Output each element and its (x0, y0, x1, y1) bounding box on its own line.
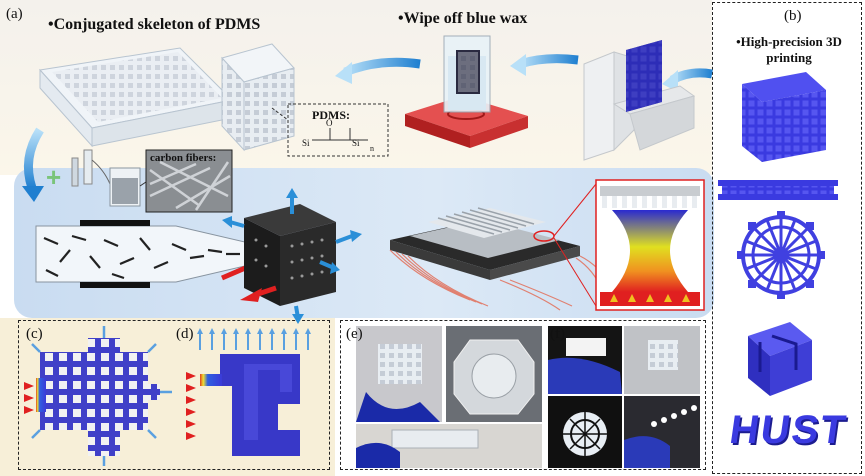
blue-wheel (737, 211, 825, 299)
pdms-plate (39, 47, 234, 148)
sim-d (186, 328, 311, 456)
chip-heatsink (389, 207, 611, 311)
frame-ef (340, 320, 706, 470)
pdms-label: PDMS: (312, 108, 350, 122)
black-cube (244, 204, 336, 306)
extrusion-nozzle (35, 220, 263, 288)
hot-plate (405, 35, 528, 148)
photos-e (356, 326, 542, 468)
panel-label-f: (f) (550, 326, 565, 342)
panel-label-d: (d) (176, 326, 194, 342)
blue-channel-block (748, 322, 812, 396)
photos-f (548, 326, 700, 468)
hust-text: HUST (726, 408, 851, 452)
sim-c (24, 326, 172, 466)
blue-plate (718, 180, 838, 200)
carbon-fibers-label: carbon fibers: (150, 152, 217, 164)
svg-text:+: + (46, 162, 61, 192)
heat-inset (595, 179, 705, 311)
formula-o: O (326, 118, 333, 128)
panel-label-c: (c) (26, 326, 43, 342)
caption-printing: •High-precision 3D printing (736, 34, 842, 65)
frame-b (712, 2, 862, 474)
pdms-cube (221, 43, 295, 152)
frame-cd (18, 320, 330, 470)
panel-label-b: (b) (784, 8, 802, 24)
panel-label-a: (a) (6, 6, 23, 22)
formula-si-2: Si (352, 138, 360, 148)
mold (583, 40, 696, 161)
carbon-fibers-inset (145, 149, 233, 213)
formula-n: n (370, 144, 374, 153)
formula-si-1: Si (302, 138, 310, 148)
caption-conjugated: •Conjugated skeleton of PDMS (48, 16, 261, 33)
syringe-beaker (71, 149, 147, 207)
blue-cube (742, 72, 826, 162)
panel-label-e: (e) (346, 326, 363, 342)
caption-wipe: •Wipe off blue wax (398, 10, 528, 27)
